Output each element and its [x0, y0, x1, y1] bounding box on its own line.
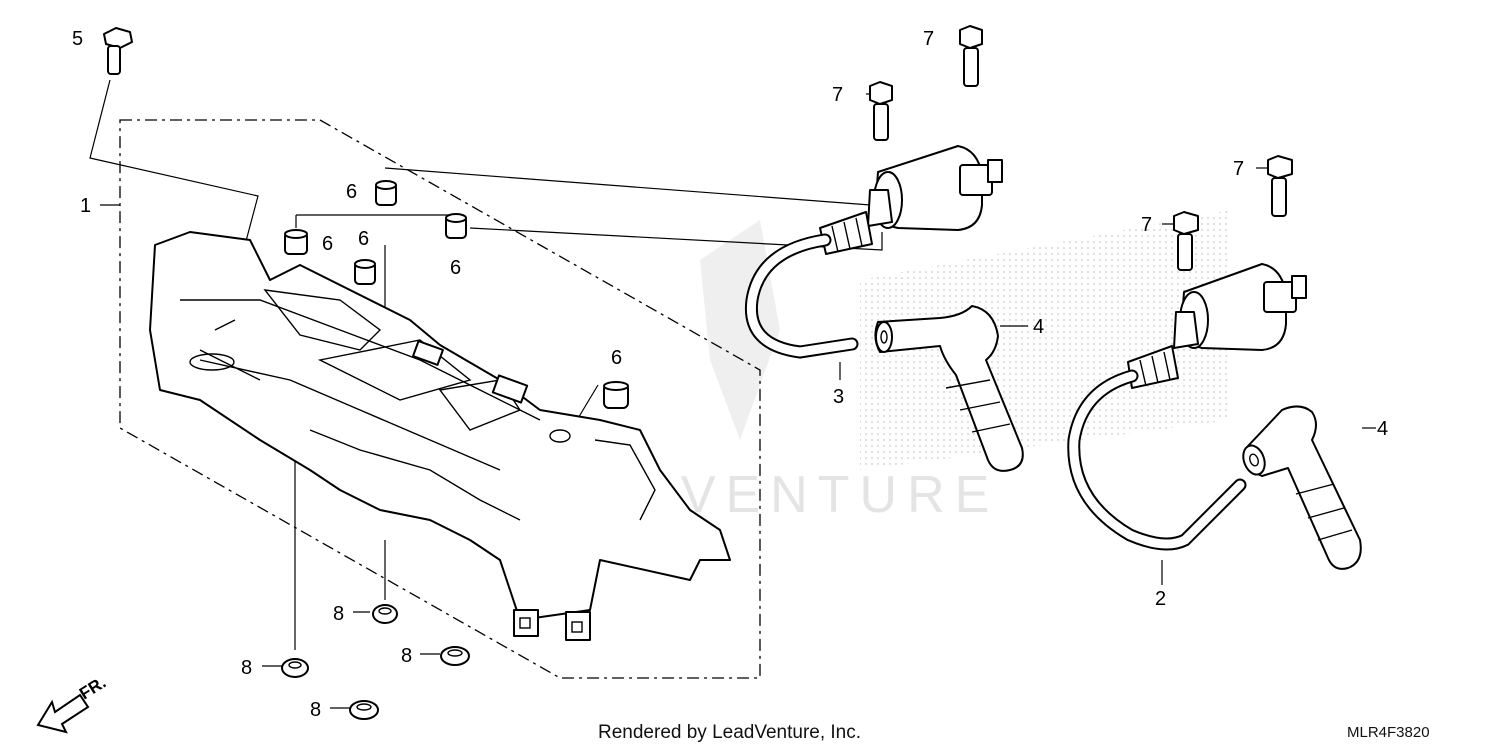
high-tension-cord-2: [1069, 371, 1245, 549]
callout-6-b: 6: [322, 233, 333, 255]
callout-1: 1: [80, 195, 91, 217]
ignition-coil-upper: [819, 145, 1003, 255]
callout-7-a: 7: [923, 28, 934, 50]
callout-5: 5: [72, 28, 83, 50]
callout-4-lower: 4: [1377, 418, 1388, 440]
bolt-7-d: [1173, 211, 1199, 271]
bolt-7-c: [1267, 155, 1293, 217]
collar-6-c: [354, 259, 376, 285]
callout-3: 3: [833, 386, 844, 408]
callout-7-d: 7: [1141, 214, 1152, 236]
bolt-7-a: [959, 25, 983, 87]
spark-plug-cap-4-upper: [874, 305, 1024, 472]
callout-7-c: 7: [1233, 158, 1244, 180]
high-tension-cord-3: [746, 235, 857, 357]
collar-6-a: [375, 180, 397, 206]
collar-6-e: [603, 381, 629, 409]
callout-8-b: 8: [401, 645, 412, 667]
diagram-code: MLR4F3820: [1347, 724, 1430, 741]
callout-labels: 1 2 3 4 4 5 6 6 6 6 6 7 7 7 7 8 8 8 8: [72, 28, 1388, 721]
bolt-5: [103, 27, 133, 75]
callout-4-upper: 4: [1033, 316, 1044, 338]
callout-8-d: 8: [310, 699, 321, 721]
collar-6-b: [284, 229, 308, 255]
nut-8-b: [440, 646, 470, 666]
coil-stay-bracket-1: [149, 231, 731, 641]
callout-6-e: 6: [611, 347, 622, 369]
callout-8-a: 8: [333, 603, 344, 625]
callout-6-a: 6: [346, 181, 357, 203]
nut-8-c: [281, 658, 309, 678]
callout-7-b: 7: [832, 84, 843, 106]
front-direction-arrow: FR.: [36, 673, 109, 734]
bolt-7-b: [869, 81, 893, 141]
assembly-outline: [119, 119, 761, 679]
watermark: LEADVENTURE: [505, 210, 1230, 524]
spark-plug-cap-4-lower: [1242, 405, 1362, 570]
collar-6-d: [445, 213, 467, 239]
callout-2: 2: [1155, 588, 1166, 610]
nut-8-d: [349, 700, 379, 720]
callout-8-c: 8: [241, 657, 252, 679]
callout-6-d: 6: [450, 257, 461, 279]
callout-6-c: 6: [358, 228, 369, 250]
credit-text: Rendered by LeadVenture, Inc.: [598, 722, 861, 743]
nut-8-a: [372, 604, 398, 624]
ignition-coil-lower: [1127, 263, 1307, 389]
